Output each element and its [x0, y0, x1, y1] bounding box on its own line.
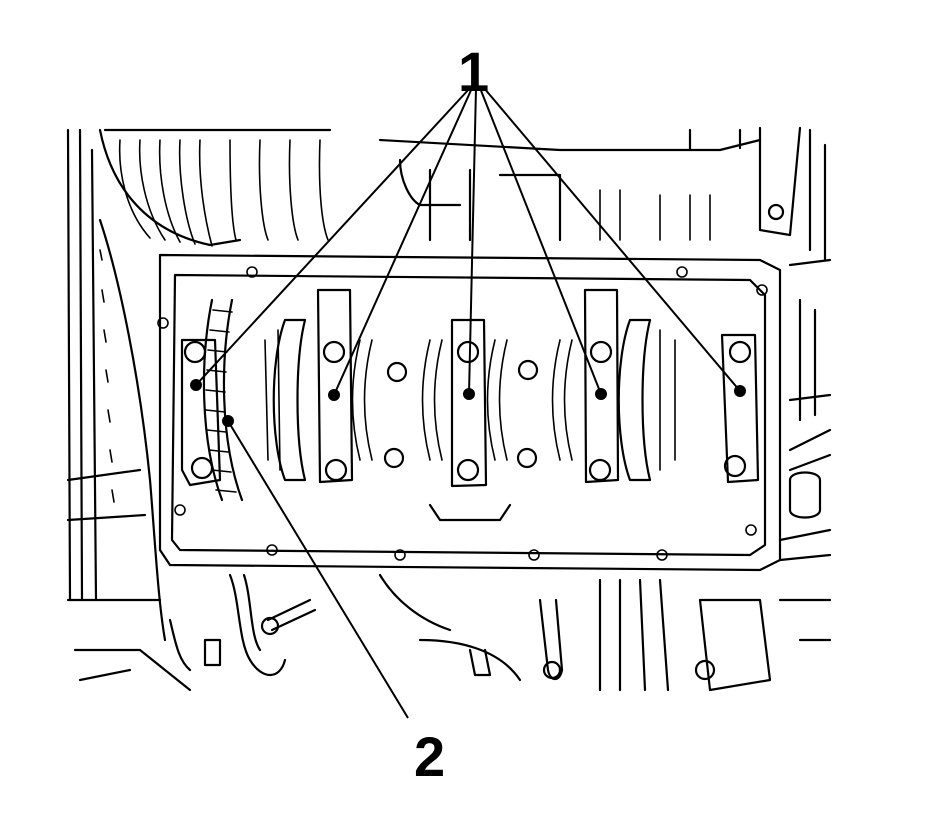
leader-line-1	[195, 87, 471, 386]
leader-line-1	[333, 87, 473, 396]
crankcase-outline	[157, 253, 782, 572]
right-structure	[788, 258, 832, 472]
leader-line-1	[479, 87, 602, 395]
leader-line-1	[468, 87, 477, 395]
leader-lines	[195, 87, 741, 719]
callout-label-2: 2	[414, 725, 446, 788]
reluctor-ring	[202, 298, 244, 502]
lower-structure	[168, 471, 832, 692]
callout-label-1: 1	[458, 40, 490, 103]
leader-line-1	[483, 87, 741, 392]
upper-structure	[378, 126, 827, 262]
left-structure	[66, 128, 332, 692]
crankshaft-webs	[264, 318, 676, 482]
leader-line-2	[227, 420, 409, 719]
bearing-caps	[180, 288, 760, 488]
